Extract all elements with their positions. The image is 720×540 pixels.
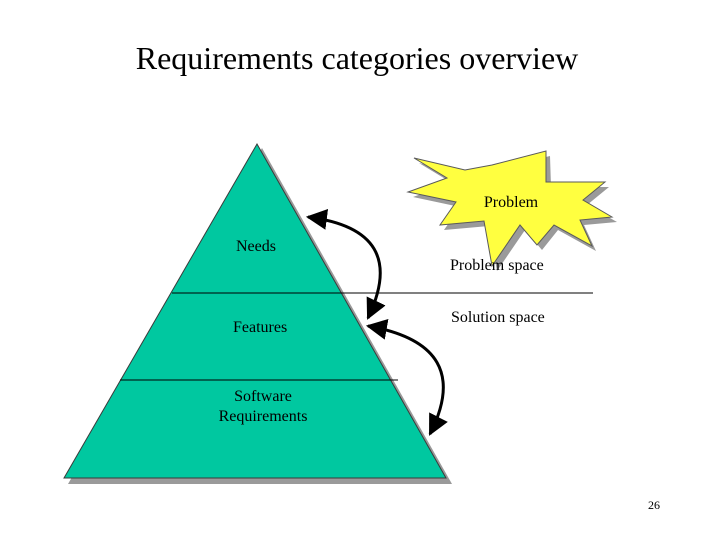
features-software-arrow [365,318,448,436]
problem-burst [406,150,614,268]
needs-label: Needs [236,238,276,255]
slide-title: Requirements categories overview [135,40,579,76]
pyramid [63,142,447,479]
page-number: 26 [648,498,660,512]
problem-space-label: Problem space [450,257,544,274]
features-label: Features [233,319,288,336]
problem-label: Problem [483,194,539,211]
solution-space-label: Solution space [451,309,545,326]
software-requirements-label: Software Requirements [218,388,308,425]
needs-features-arrow [305,208,386,320]
